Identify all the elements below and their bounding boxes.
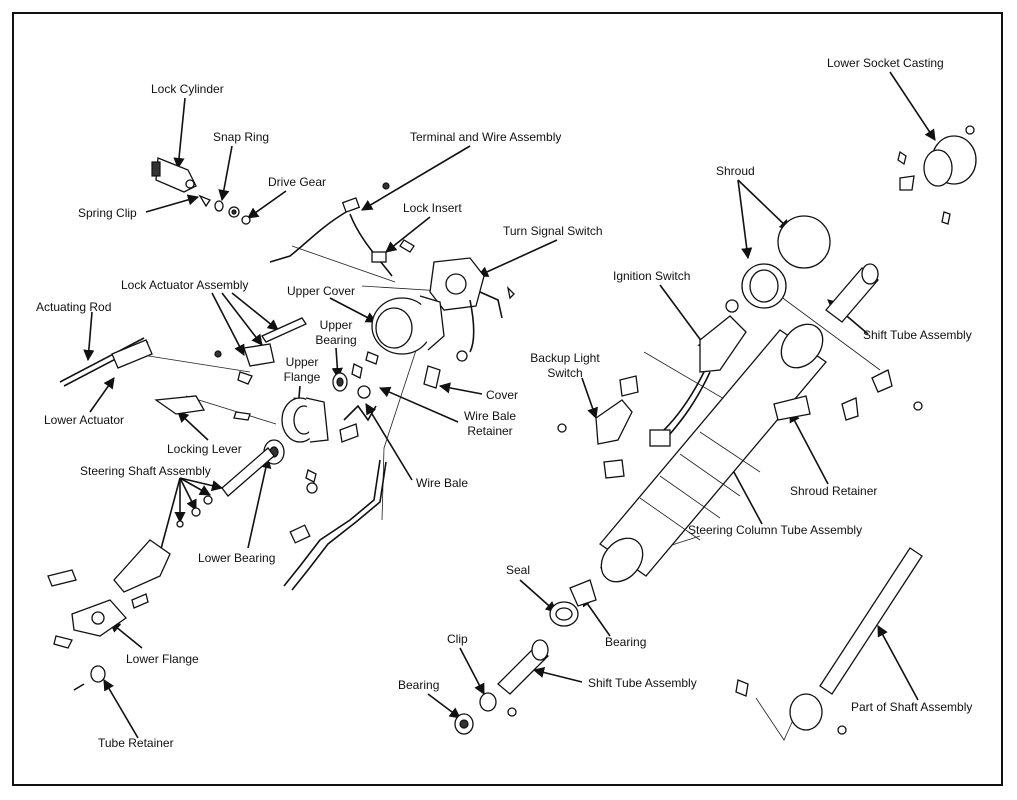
- lock-cylinder-part: [151, 157, 197, 193]
- steering-shaft-part: [113, 447, 275, 593]
- label-bearing-mid: Bearing: [605, 635, 647, 649]
- label-cover: Cover: [486, 388, 519, 402]
- lower-bearing-part: [263, 439, 318, 494]
- shroud-part: [741, 215, 831, 309]
- cover-part: [423, 365, 441, 389]
- turn-signal-switch-part: [429, 257, 515, 362]
- upper-flange-part: [281, 397, 329, 443]
- label-lock-actuator-assembly: Lock Actuator Assembly: [121, 278, 249, 292]
- label-wire-bale-retainer-line1: Wire Bale: [463, 409, 516, 423]
- label-wire-bale: Wire Bale: [416, 476, 469, 490]
- spring-clip-part: [198, 194, 211, 208]
- bearing-bottom-part: [454, 713, 474, 735]
- upper-bearing-part: [332, 351, 379, 392]
- label-part-of-shaft-assembly: Part of Shaft Assembly: [851, 700, 973, 714]
- clip-part: [479, 692, 497, 712]
- snap-ring-part: [214, 200, 224, 212]
- shift-tube-assembly-top-part: [825, 263, 879, 323]
- backup-light-switch-part: [557, 375, 639, 479]
- part-of-shaft-assembly-part: [735, 547, 923, 735]
- label-backup-light-switch-line1: Backup Light: [530, 351, 600, 365]
- leader-arrows: [83, 71, 936, 739]
- label-ignition-switch: Ignition Switch: [613, 269, 691, 283]
- label-upper-flange-line1: Upper: [285, 355, 319, 369]
- seal-part: [549, 601, 579, 627]
- label-turn-signal-switch: Turn Signal Switch: [503, 224, 603, 238]
- wire-bale-part: [339, 404, 377, 443]
- wire-bale-retainer-part: [357, 385, 371, 399]
- locking-lever-part: [154, 395, 251, 421]
- label-shift-tube-assembly-top: Shift Tube Assembly: [863, 328, 972, 342]
- label-upper-bearing-line2: Bearing: [315, 333, 357, 347]
- lower-flange-part: [47, 569, 149, 649]
- shift-tube-assembly-bottom-part: [497, 639, 549, 717]
- label-terminal-and-wire-assembly: Terminal and Wire Assembly: [410, 130, 562, 144]
- label-actuating-rod: Actuating Rod: [36, 300, 112, 314]
- label-tube-retainer: Tube Retainer: [98, 736, 174, 750]
- label-wire-bale-retainer-line2: Retainer: [467, 424, 513, 438]
- label-lower-socket-casting: Lower Socket Casting: [827, 56, 944, 70]
- lock-actuator-part: [214, 317, 307, 385]
- label-backup-light-switch-line2: Switch: [547, 366, 583, 380]
- lower-socket-casting-part: [897, 125, 977, 225]
- lock-insert-part: [371, 239, 415, 263]
- shroud-retainer-part: [773, 369, 923, 421]
- wiring-harness-part: [283, 459, 387, 591]
- label-lower-actuator: Lower Actuator: [44, 413, 125, 427]
- label-lock-insert: Lock Insert: [403, 201, 462, 215]
- label-snap-ring: Snap Ring: [213, 130, 270, 144]
- label-shroud: Shroud: [716, 164, 755, 178]
- label-seal: Seal: [506, 563, 531, 577]
- label-upper-bearing-line1: Upper: [319, 318, 353, 332]
- label-steering-column-tube-assembly: Steering Column Tube Assembly: [688, 523, 863, 537]
- label-lower-bearing: Lower Bearing: [198, 551, 276, 565]
- label-upper-flange-line2: Flange: [283, 370, 321, 384]
- label-shift-tube-assembly-bottom: Shift Tube Assembly: [588, 676, 697, 690]
- actuating-rod-part: [59, 337, 153, 387]
- label-spring-clip: Spring Clip: [78, 206, 137, 220]
- ignition-switch-part: [649, 299, 747, 447]
- label-steering-shaft-assembly: Steering Shaft Assembly: [80, 464, 211, 478]
- upper-cover-part: [371, 295, 445, 355]
- tube-retainer-part: [73, 665, 106, 691]
- bearing-mid-part: [569, 579, 597, 607]
- label-upper-cover: Upper Cover: [287, 284, 356, 298]
- assembly-center-lines: [135, 245, 881, 741]
- label-locking-lever: Locking Lever: [167, 442, 242, 456]
- steering-column-tube-part: [599, 323, 827, 583]
- drive-gear-part: [228, 206, 251, 225]
- label-bearing-bottom: Bearing: [398, 678, 440, 692]
- label-shroud-retainer: Shroud Retainer: [790, 484, 878, 498]
- label-lock-cylinder: Lock Cylinder: [151, 82, 224, 96]
- label-lower-flange: Lower Flange: [126, 652, 199, 666]
- label-clip: Clip: [447, 632, 468, 646]
- terminal-wire-part: [269, 182, 393, 277]
- label-drive-gear: Drive Gear: [268, 175, 327, 189]
